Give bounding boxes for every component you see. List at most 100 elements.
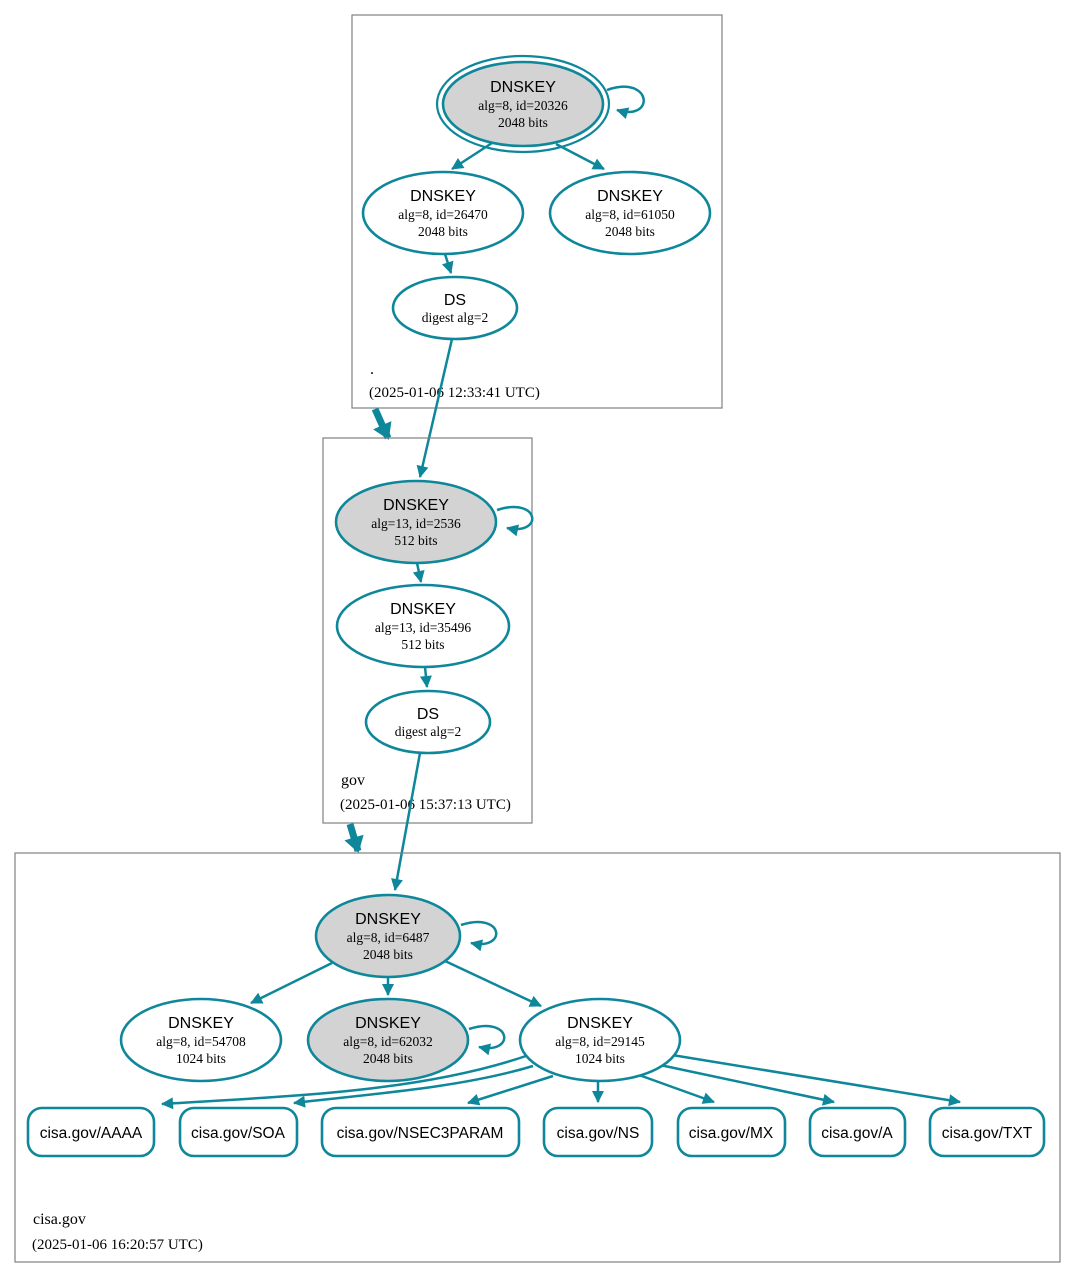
dnskey-61050-ellipse bbox=[548, 170, 712, 256]
dnskey-node-29145: DNSKEY alg=8, id=29145 1024 bits bbox=[518, 997, 682, 1083]
dnskey-20326-ellipse bbox=[441, 60, 605, 148]
ds-root-ellipse bbox=[391, 275, 519, 341]
dnskey-29145-title: DNSKEY bbox=[567, 1015, 633, 1032]
rrset-a-box bbox=[808, 1106, 907, 1158]
edge-root-zsk1-to-ds bbox=[441, 253, 454, 274]
rrset-txt-label: cisa.gov/TXT bbox=[942, 1125, 1033, 1142]
dnskey-29145-alg: alg=8, id=29145 bbox=[555, 1034, 645, 1049]
edge-gov-zsk-to-ds bbox=[419, 666, 432, 688]
dnskey-54708-alg: alg=8, id=54708 bbox=[156, 1034, 246, 1049]
edge-29145-to-rrset-nsec3param bbox=[467, 1074, 554, 1106]
dnskey-26470-title: DNSKEY bbox=[410, 188, 476, 205]
ds-node-root: DS digest alg=2 bbox=[391, 275, 519, 341]
rrset-nsec3param-label: cisa.gov/NSEC3PARAM bbox=[337, 1125, 504, 1142]
zone-root-border bbox=[351, 14, 723, 409]
dnskey-20326-title: DNSKEY bbox=[490, 79, 556, 96]
edge-root-zone-to-gov-zone bbox=[371, 407, 392, 440]
dnskey-29145-ellipse bbox=[518, 997, 682, 1083]
dnskey-6487-alg: alg=8, id=6487 bbox=[347, 930, 430, 945]
zone-cisa-timestamp: (2025-01-06 16:20:57 UTC) bbox=[32, 1237, 203, 1253]
rrset-a: cisa.gov/A bbox=[808, 1106, 907, 1158]
dnskey-62032-ellipse bbox=[306, 997, 470, 1083]
dnskey-35496-ellipse bbox=[335, 583, 511, 669]
dnskey-node-26470: DNSKEY alg=8, id=26470 2048 bits bbox=[361, 170, 525, 256]
edge-29145-to-rrset-soa bbox=[293, 1064, 534, 1108]
zone-root-timestamp: (2025-01-06 12:33:41 UTC) bbox=[369, 385, 540, 401]
zone-cisa-label: cisa.gov bbox=[33, 1211, 86, 1228]
rrset-txt-box bbox=[928, 1106, 1046, 1158]
dnskey-29145-bits: 1024 bits bbox=[575, 1051, 625, 1066]
rrset-aaaa-label: cisa.gov/AAAA bbox=[40, 1125, 143, 1142]
rrset-aaaa-box bbox=[26, 1106, 156, 1158]
dnskey-61050-bits: 2048 bits bbox=[605, 224, 655, 239]
rrset-soa-label: cisa.gov/SOA bbox=[191, 1125, 286, 1142]
edge-29145-to-rrset-txt bbox=[671, 1053, 961, 1107]
dnskey-26470-ellipse bbox=[361, 170, 525, 256]
dnskey-62032-title: DNSKEY bbox=[355, 1015, 421, 1032]
rrset-mx: cisa.gov/MX bbox=[676, 1106, 787, 1158]
dnskey-2536-title: DNSKEY bbox=[383, 497, 449, 514]
dnskey-35496-title: DNSKEY bbox=[390, 601, 456, 618]
edge-gov-zone-to-cisa-zone bbox=[344, 823, 364, 853]
edge-gov-ds-to-cisa-ksk bbox=[391, 752, 422, 891]
dnskey-6487-bits: 2048 bits bbox=[363, 947, 413, 962]
dnskey-node-20326: DNSKEY alg=8, id=20326 2048 bits bbox=[435, 54, 611, 154]
dnskey-54708-bits: 1024 bits bbox=[176, 1051, 226, 1066]
ds-gov-ellipse bbox=[364, 689, 492, 755]
dnskey-54708-ellipse bbox=[119, 997, 283, 1083]
edge-cisa-ksk-to-zsk-54708 bbox=[250, 961, 333, 1005]
dnskey-26470-alg: alg=8, id=26470 bbox=[398, 207, 488, 222]
rrset-soa-box bbox=[178, 1106, 299, 1158]
dnskey-35496-alg: alg=13, id=35496 bbox=[375, 620, 471, 635]
dnskey-54708-title: DNSKEY bbox=[168, 1015, 234, 1032]
edge-cisa-zsk-62032-selfloop bbox=[468, 1024, 506, 1056]
dnskey-node-6487: DNSKEY alg=8, id=6487 2048 bits bbox=[314, 893, 462, 979]
rrset-a-label: cisa.gov/A bbox=[821, 1125, 893, 1142]
dnskey-20326-bits: 2048 bits bbox=[498, 115, 548, 130]
dnskey-2536-bits: 512 bits bbox=[394, 533, 437, 548]
dnskey-26470-bits: 2048 bits bbox=[418, 224, 468, 239]
edge-gov-ksk-to-zsk bbox=[412, 562, 425, 583]
rrset-mx-box bbox=[676, 1106, 787, 1158]
zone-root: DNSKEY alg=8, id=20326 2048 bits DNSKEY … bbox=[351, 14, 723, 409]
dnskey-node-61050: DNSKEY alg=8, id=61050 2048 bits bbox=[548, 170, 712, 256]
edge-29145-to-rrset-a bbox=[659, 1063, 835, 1106]
zone-root-label: . bbox=[370, 361, 374, 378]
edge-gov-ksk-selfloop bbox=[496, 505, 534, 537]
dnskey-node-35496: DNSKEY alg=13, id=35496 512 bits bbox=[335, 583, 511, 669]
zone-gov-border bbox=[322, 437, 533, 824]
ds-gov-digest: digest alg=2 bbox=[395, 724, 461, 739]
dnskey-20326-outer-ring bbox=[435, 54, 611, 154]
zone-gov-timestamp: (2025-01-06 15:37:13 UTC) bbox=[340, 797, 511, 813]
edge-29145-to-rrset-mx bbox=[638, 1073, 715, 1104]
dnskey-node-2536: DNSKEY alg=13, id=2536 512 bits bbox=[334, 479, 498, 565]
dnskey-20326-alg: alg=8, id=20326 bbox=[478, 98, 568, 113]
dnskey-61050-alg: alg=8, id=61050 bbox=[585, 207, 675, 222]
rrset-nsec3param-box bbox=[320, 1106, 521, 1158]
dnskey-62032-bits: 2048 bits bbox=[363, 1051, 413, 1066]
ds-gov-title: DS bbox=[417, 706, 439, 723]
rrset-nsec3param: cisa.gov/NSEC3PARAM bbox=[320, 1106, 521, 1158]
dnskey-2536-alg: alg=13, id=2536 bbox=[371, 516, 461, 531]
edge-root-ksk-to-zsk2 bbox=[555, 142, 605, 171]
edge-cisa-ksk-to-zsk-29145 bbox=[444, 959, 542, 1008]
dnskey-61050-title: DNSKEY bbox=[597, 188, 663, 205]
rrset-ns-label: cisa.gov/NS bbox=[557, 1125, 640, 1142]
zone-cisa-gov: DNSKEY alg=8, id=6487 2048 bits DNSKEY a… bbox=[14, 852, 1061, 1263]
dnskey-35496-bits: 512 bits bbox=[401, 637, 444, 652]
ds-root-title: DS bbox=[444, 292, 466, 309]
dnskey-node-54708: DNSKEY alg=8, id=54708 1024 bits bbox=[119, 997, 283, 1083]
rrset-txt: cisa.gov/TXT bbox=[928, 1106, 1046, 1158]
edge-cisa-ksk-selfloop bbox=[460, 920, 498, 952]
rrset-ns: cisa.gov/NS bbox=[542, 1106, 654, 1158]
rrset-mx-label: cisa.gov/MX bbox=[689, 1125, 774, 1142]
edge-root-ksk-selfloop bbox=[606, 85, 645, 119]
dnskey-6487-ellipse bbox=[314, 893, 462, 979]
zone-gov: DNSKEY alg=13, id=2536 512 bits DNSKEY a… bbox=[322, 437, 534, 824]
ds-node-gov: DS digest alg=2 bbox=[364, 689, 492, 755]
rrset-soa: cisa.gov/SOA bbox=[178, 1106, 299, 1158]
ds-root-digest: digest alg=2 bbox=[422, 310, 488, 325]
rrset-ns-box bbox=[542, 1106, 654, 1158]
